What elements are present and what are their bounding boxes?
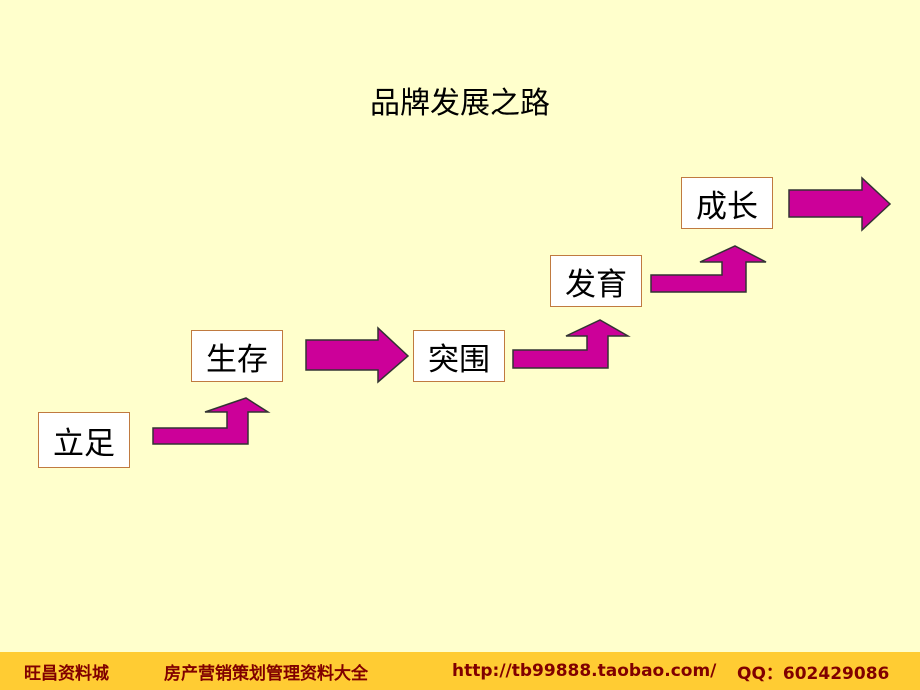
footer-tagline: 房产营销策划管理资料大全 xyxy=(164,663,368,684)
step-arrow-2 xyxy=(512,319,631,369)
slide-title: 品牌发展之路 xyxy=(370,86,550,121)
stage-box-2: 生存 xyxy=(191,330,283,382)
footer-qq: QQ：602429086 xyxy=(737,663,890,684)
stage-label: 突围 xyxy=(428,341,490,378)
stage-label: 成长 xyxy=(696,188,758,225)
stage-label: 发育 xyxy=(565,266,627,303)
stage-label: 生存 xyxy=(206,341,268,378)
footer-url[interactable]: http://tb99888.taobao.com/ xyxy=(452,661,717,681)
step-arrow-3 xyxy=(650,245,767,293)
stage-label: 立足 xyxy=(53,425,115,462)
right-arrow-1 xyxy=(305,326,410,384)
stage-box-3: 突围 xyxy=(413,330,505,382)
step-arrow-1 xyxy=(152,397,271,445)
footer-bar: 旺昌资料城 房产营销策划管理资料大全 http://tb99888.taobao… xyxy=(0,652,920,690)
stage-box-5: 成长 xyxy=(681,177,773,229)
stage-box-4: 发育 xyxy=(550,255,642,307)
footer-brand: 旺昌资料城 xyxy=(24,663,109,684)
stage-box-1: 立足 xyxy=(38,412,130,468)
right-arrow-2 xyxy=(788,176,892,232)
